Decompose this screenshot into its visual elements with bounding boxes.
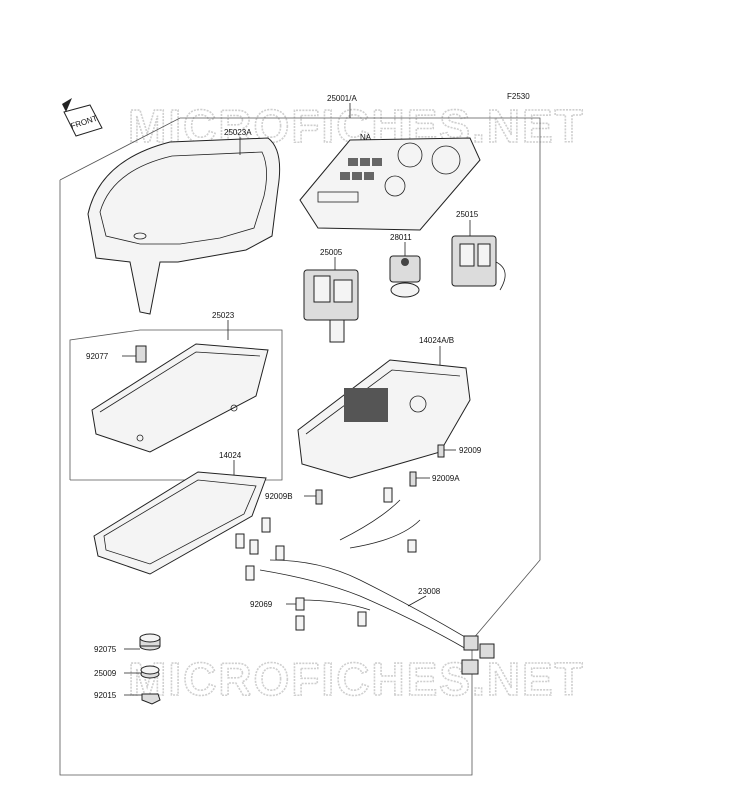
- meter-housing-cover: [87, 137, 281, 315]
- screw-92009a: [409, 471, 417, 487]
- meter-unit-25015: [451, 235, 506, 291]
- meter-unit-25005: [303, 269, 359, 343]
- label-25009: 25009: [94, 669, 117, 678]
- meter-cover-25023: [91, 343, 269, 453]
- label-28011: 28011: [390, 233, 412, 242]
- gasket-14024: [93, 471, 267, 575]
- label-25001a: 25001/A: [327, 94, 357, 103]
- label-23008: 23008: [418, 587, 441, 596]
- leader-23008: [407, 595, 427, 607]
- nut-92015: [141, 693, 161, 705]
- front-arrow-icon: FRONT: [62, 98, 103, 137]
- label-14024ab: 14024A/B: [419, 336, 454, 345]
- label-92009b: 92009B: [265, 492, 293, 501]
- figure-code: F2530: [507, 92, 530, 101]
- label-na: NA: [360, 133, 372, 142]
- instrument-panel: [299, 137, 481, 231]
- label-25023: 25023: [212, 311, 235, 320]
- bulb-92069: [295, 597, 305, 611]
- meter-gauge-28011: [389, 255, 421, 298]
- collar-25009: [140, 665, 160, 679]
- label-92075: 92075: [94, 645, 117, 654]
- label-25005: 25005: [320, 248, 343, 257]
- label-92009a: 92009A: [432, 474, 460, 483]
- screw-92009: [437, 444, 445, 458]
- label-25023a: 25023A: [224, 128, 252, 137]
- label-14024: 14024: [219, 451, 242, 460]
- wire-harness-23008: [235, 487, 495, 675]
- label-92069: 92069: [250, 600, 273, 609]
- screw-92009b: [315, 489, 323, 505]
- grommet-92077: [135, 345, 147, 363]
- label-92077: 92077: [86, 352, 109, 361]
- label-92015: 92015: [94, 691, 117, 700]
- meter-case-14024ab: [297, 359, 471, 479]
- label-92009: 92009: [459, 446, 482, 455]
- label-25015: 25015: [456, 210, 479, 219]
- watermark-bottom: MICROFICHES.NET: [128, 653, 585, 705]
- grommet-92075: [139, 633, 161, 651]
